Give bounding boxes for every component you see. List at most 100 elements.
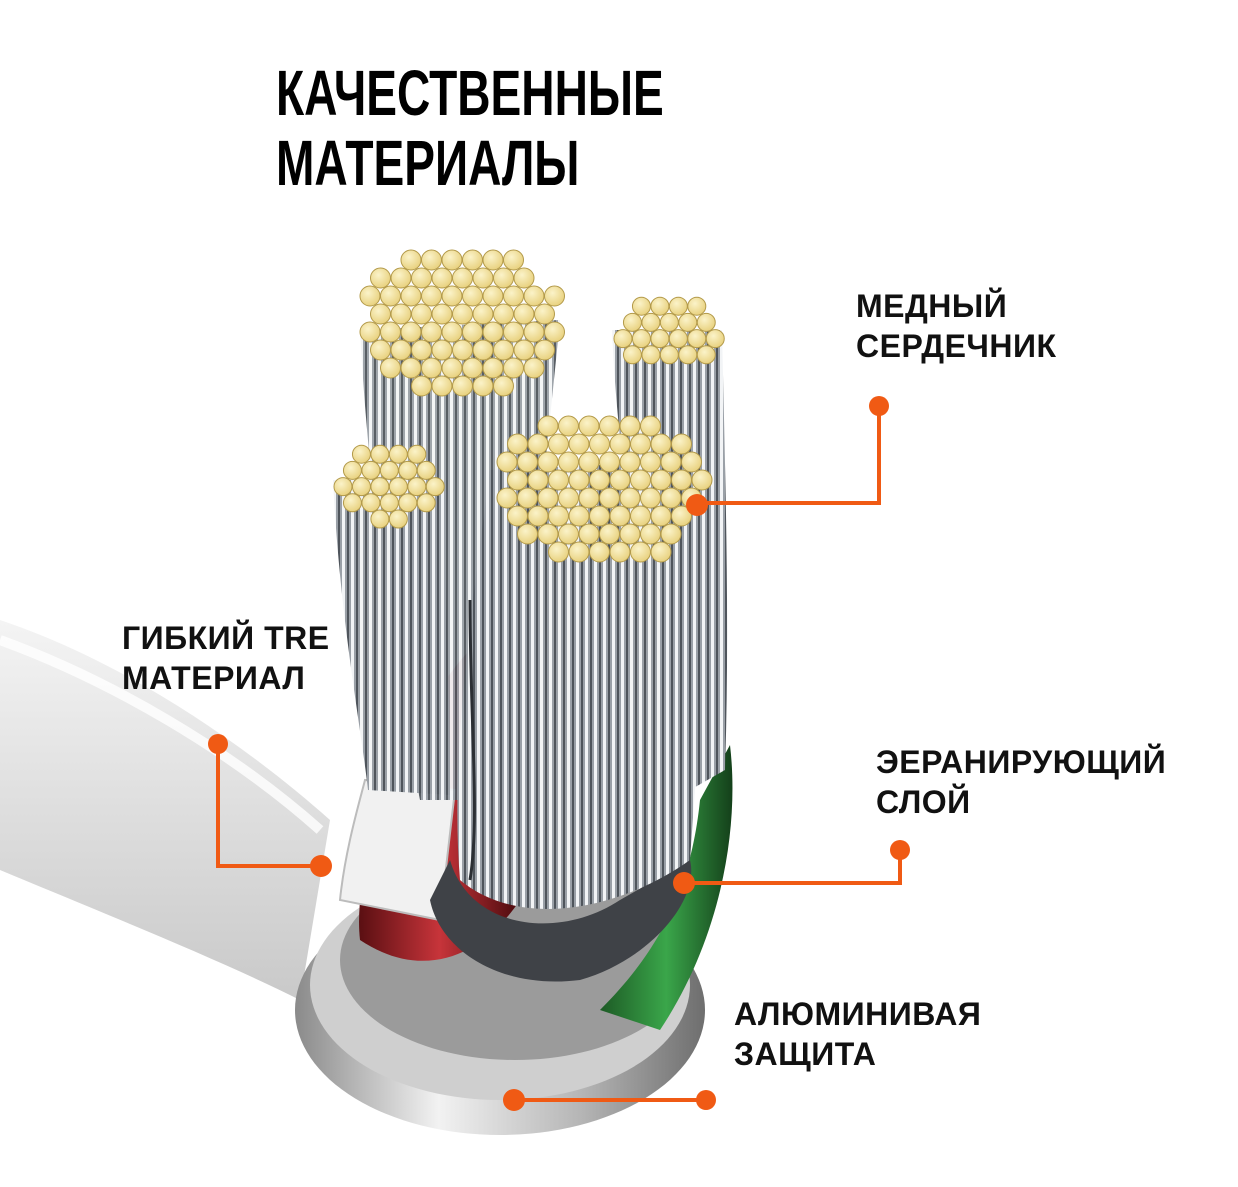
copper-strand-end xyxy=(496,451,518,473)
copper-strand-end xyxy=(411,303,432,325)
copper-strand-end xyxy=(441,249,463,271)
copper-strand-end xyxy=(650,469,672,491)
copper-strand-end xyxy=(696,345,716,365)
copper-strand-end xyxy=(507,469,528,491)
copper-strand-end xyxy=(613,329,633,349)
copper-strand-end xyxy=(407,477,427,497)
copper-strand-end xyxy=(558,415,579,437)
copper-strand-end xyxy=(599,415,620,437)
copper-strand-end xyxy=(589,433,610,455)
copper-strand-end xyxy=(537,523,559,545)
callout-copper xyxy=(686,396,889,516)
copper-strand-end xyxy=(333,477,353,497)
copper-strand-end xyxy=(609,505,631,527)
copper-strand-end xyxy=(507,433,528,455)
copper-strand-end xyxy=(462,285,483,307)
copper-strand-end xyxy=(650,296,670,316)
copper-strand-end xyxy=(558,451,579,473)
copper-strand-end xyxy=(370,267,391,289)
copper-strand-end xyxy=(503,285,524,307)
copper-strand-end xyxy=(431,339,453,361)
copper-strand-end xyxy=(513,303,535,325)
copper-strand-end xyxy=(411,375,432,397)
copper-strand-end xyxy=(668,296,688,316)
copper-strand-end xyxy=(361,493,381,513)
copper-strand-end xyxy=(390,339,412,361)
copper-strand-end xyxy=(630,505,651,527)
copper-strand-end xyxy=(678,312,698,332)
copper-strand-end xyxy=(687,296,707,316)
copper-strand-end xyxy=(421,321,442,343)
copper-strand-end xyxy=(400,285,422,307)
copper-strand-end xyxy=(503,249,524,271)
copper-strand-end xyxy=(462,249,483,271)
copper-strand-end xyxy=(380,357,401,379)
copper-strand-end xyxy=(342,460,362,480)
copper-strand-end xyxy=(641,312,661,332)
copper-strand-end xyxy=(390,267,412,289)
copper-strand-end xyxy=(671,433,692,455)
copper-strand-end xyxy=(441,321,463,343)
copper-strand-end xyxy=(678,345,698,365)
copper-strand-end xyxy=(599,487,620,509)
copper-strand-end xyxy=(523,321,545,343)
copper-strand-end xyxy=(650,433,672,455)
copper-strand-end xyxy=(568,433,590,455)
copper-strand-end xyxy=(609,433,631,455)
copper-strand-end xyxy=(472,303,494,325)
copper-core-ends xyxy=(333,249,725,563)
copper-strand-end xyxy=(379,493,399,513)
page-title: КАЧЕСТВЕННЫЕ МАТЕРИАЛЫ xyxy=(276,58,664,198)
copper-strand-end xyxy=(548,505,569,527)
core-wrap xyxy=(430,860,692,982)
copper-strand-end xyxy=(578,487,600,509)
copper-strand-end xyxy=(527,469,549,491)
copper-strand-end xyxy=(462,321,483,343)
copper-strand-end xyxy=(370,477,390,497)
copper-strand-end xyxy=(421,249,442,271)
copper-strand-end xyxy=(640,523,661,545)
copper-strand-end xyxy=(482,285,504,307)
copper-strand-end xyxy=(517,451,538,473)
copper-strand-end xyxy=(687,329,707,349)
copper-strand-end xyxy=(517,487,538,509)
copper-strand-end xyxy=(650,329,670,349)
label-tpe-material: ГИБКИЙ TRE МАТЕРИАЛ xyxy=(122,618,330,698)
label-shield-line-2: СЛОЙ xyxy=(876,784,971,820)
copper-strand-end xyxy=(400,321,422,343)
copper-strand-end xyxy=(544,321,565,343)
callout-shield xyxy=(673,840,910,894)
copper-strand-end xyxy=(534,303,555,325)
label-tpe-line-1: ГИБКИЙ TRE xyxy=(122,620,330,656)
copper-strand-end xyxy=(631,296,651,316)
copper-strand-end xyxy=(398,460,418,480)
copper-strand-end xyxy=(493,375,514,397)
copper-strand-end xyxy=(441,357,463,379)
callout-aluminum xyxy=(503,1089,716,1111)
copper-strand-end xyxy=(578,523,600,545)
copper-strand-end xyxy=(589,505,610,527)
copper-strand-end xyxy=(568,505,590,527)
copper-strand-end xyxy=(351,444,371,464)
copper-strand-end xyxy=(380,285,401,307)
copper-strand-end xyxy=(421,285,442,307)
copper-strand-end xyxy=(431,303,453,325)
copper-strand-end xyxy=(631,329,651,349)
copper-strand-end xyxy=(537,487,559,509)
copper-strand-end xyxy=(630,469,651,491)
label-aluminum-protection: АЛЮМИНИВАЯ ЗАЩИТА xyxy=(734,994,981,1074)
copper-strand-end xyxy=(558,487,579,509)
copper-strand-end xyxy=(599,523,620,545)
copper-strand-end xyxy=(589,469,610,491)
copper-strand-end xyxy=(668,329,688,349)
copper-strand-end xyxy=(407,444,427,464)
copper-strand-end xyxy=(370,444,390,464)
green-shield xyxy=(600,745,733,1030)
copper-strand-end xyxy=(548,469,569,491)
copper-strand-end xyxy=(416,493,436,513)
copper-strand-end xyxy=(660,451,682,473)
copper-strand-end xyxy=(388,509,408,529)
copper-strand-end xyxy=(705,329,725,349)
copper-strand-end xyxy=(359,285,381,307)
copper-strand-end xyxy=(359,321,381,343)
